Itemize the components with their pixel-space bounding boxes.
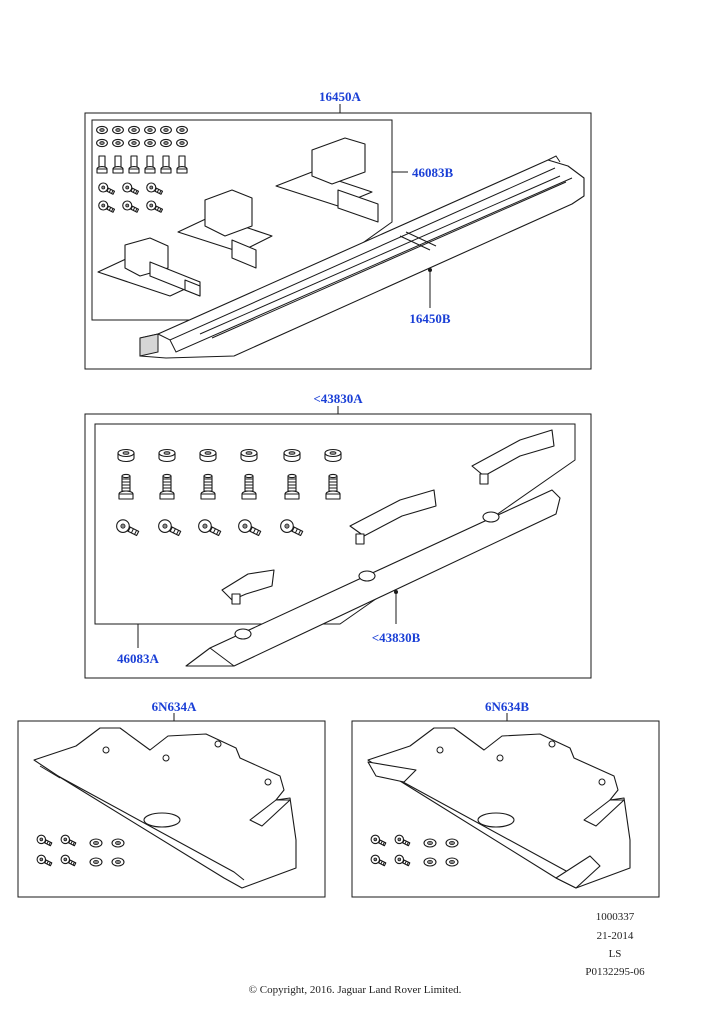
screw-part <box>98 200 116 213</box>
nut-part <box>96 138 108 148</box>
nut-part <box>160 125 172 135</box>
callout-16450A[interactable]: 16450A <box>319 89 362 104</box>
callout-16450B[interactable]: 16450B <box>409 311 451 326</box>
bolt-part <box>96 155 108 174</box>
panel-6N634A: 6N634A <box>17 699 326 898</box>
nut-part <box>89 838 103 848</box>
nut-part <box>112 138 124 148</box>
callout-43830B[interactable]: <43830B <box>372 630 421 645</box>
screw-part <box>394 854 411 867</box>
nut-part <box>176 138 188 148</box>
bolts-group <box>118 473 341 500</box>
nut-part <box>423 857 437 867</box>
screw-part <box>158 519 182 537</box>
nut-part <box>112 125 124 135</box>
screws-group <box>116 519 304 537</box>
washer-part <box>283 448 301 463</box>
screw-part <box>280 519 304 537</box>
screw-part <box>146 200 164 213</box>
underbody-shield-right <box>367 727 631 889</box>
bolt-part <box>144 155 156 174</box>
meta-line-3: LS <box>609 948 622 960</box>
screw-part <box>122 200 140 213</box>
drawing-metadata: 1000337 21-2014 LS P0132295-06 <box>585 911 645 978</box>
panel-6N634B: 6N634B <box>351 699 660 898</box>
bolt-part <box>160 155 172 174</box>
nut-part <box>111 838 125 848</box>
step-bracket-2 <box>349 489 437 545</box>
screw-part <box>98 182 116 195</box>
screw-part <box>146 182 164 195</box>
bolt-part <box>241 473 257 500</box>
screw-part <box>198 519 222 537</box>
panel-6N634A-frame <box>17 720 326 898</box>
step-plate-43830B <box>185 489 561 667</box>
washer-part <box>158 448 176 463</box>
shield-fixings-left <box>36 834 125 867</box>
nut-part <box>144 125 156 135</box>
screw-part <box>370 834 387 847</box>
washer-part <box>117 448 135 463</box>
washer-part <box>324 448 342 463</box>
bolt-part <box>284 473 300 500</box>
bolt-part <box>118 473 134 500</box>
running-board-16450B <box>139 155 585 359</box>
screw-part <box>238 519 262 537</box>
underbody-shield-left <box>33 727 297 889</box>
nut-part <box>128 138 140 148</box>
screw-part <box>122 182 140 195</box>
callout-46083A[interactable]: 46083A <box>117 651 160 666</box>
nuts-group <box>96 125 188 213</box>
bolt-part <box>325 473 341 500</box>
screw-part <box>370 854 387 867</box>
washers-group <box>117 448 342 463</box>
nut-part <box>89 857 103 867</box>
mounting-bracket-3 <box>275 137 379 223</box>
nut-part <box>423 838 437 848</box>
screw-part <box>116 519 140 537</box>
nut-part <box>111 857 125 867</box>
nut-part <box>176 125 188 135</box>
nut-part <box>144 138 156 148</box>
washer-part <box>240 448 258 463</box>
mounting-bracket-1 <box>97 237 201 297</box>
nut-part <box>445 857 459 867</box>
screw-part <box>60 854 77 867</box>
callout-46083B[interactable]: 46083B <box>412 165 454 180</box>
screw-part <box>36 854 53 867</box>
bolt-part <box>112 155 124 174</box>
callout-6N634B[interactable]: 6N634B <box>485 699 529 714</box>
panel-16450A: 16450A 46083B <box>84 89 592 370</box>
panel-6N634B-frame <box>351 720 660 898</box>
step-bracket-1 <box>471 429 555 485</box>
screw-part <box>60 834 77 847</box>
meta-line-1: 1000337 <box>596 911 635 923</box>
screw-part <box>36 834 53 847</box>
shield-fixings-right <box>370 834 459 867</box>
panel-16450A-frame <box>84 112 592 370</box>
callout-43830A[interactable]: <43830A <box>313 391 363 406</box>
bolt-part <box>159 473 175 500</box>
panel-43830A: <43830A 46083A <43830B <box>84 391 592 679</box>
step-bracket-3 <box>221 569 275 605</box>
copyright-notice: © Copyright, 2016. Jaguar Land Rover Lim… <box>249 984 462 996</box>
bolt-part <box>128 155 140 174</box>
washer-part <box>199 448 217 463</box>
screw-part <box>394 834 411 847</box>
mounting-bracket-2 <box>177 189 273 269</box>
nut-part <box>96 125 108 135</box>
nut-part <box>445 838 459 848</box>
meta-line-2: 21-2014 <box>597 930 634 942</box>
bolt-part <box>200 473 216 500</box>
callout-6N634A[interactable]: 6N634A <box>152 699 197 714</box>
meta-line-4: P0132295-06 <box>585 966 645 978</box>
nut-part <box>160 138 172 148</box>
nut-part <box>128 125 140 135</box>
bolt-part <box>176 155 188 174</box>
